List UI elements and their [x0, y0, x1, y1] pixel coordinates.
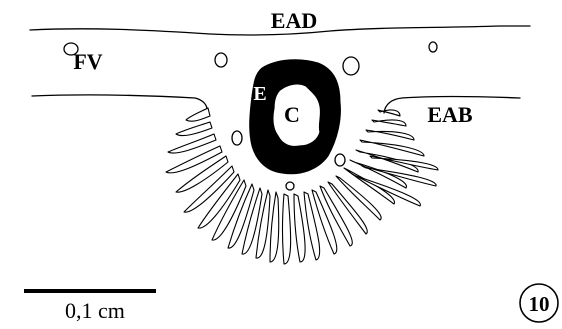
- abaxial-epidermis-line: [32, 95, 207, 112]
- label-e: E: [253, 83, 266, 105]
- label-fv: FV: [73, 49, 102, 74]
- figure-number: 10: [529, 292, 550, 316]
- label-ead: EAD: [271, 8, 317, 33]
- label-c: C: [284, 102, 300, 127]
- label-eab: EAB: [427, 102, 473, 127]
- scale-bar-label: 0,1 cm: [65, 298, 125, 323]
- scale-bar: [24, 289, 156, 293]
